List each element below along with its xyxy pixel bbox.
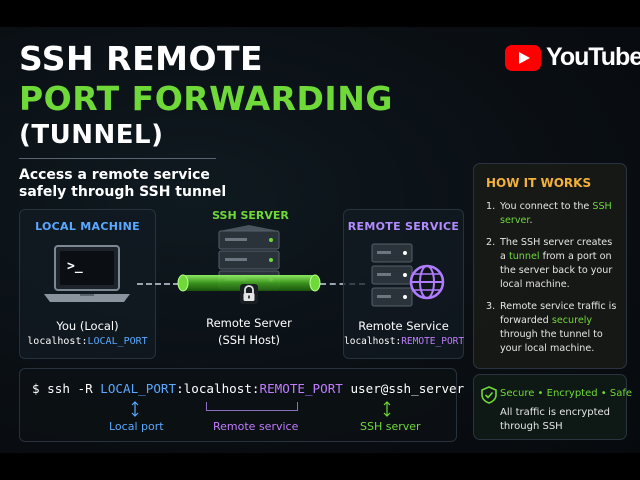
ssh-tunnel (177, 274, 321, 292)
server-globe-icon (371, 243, 445, 307)
subtitle: Access a remote service safely through S… (19, 167, 227, 200)
command-local-port: LOCAL_PORT (100, 381, 177, 396)
title-line-2: PORT FORWARDING (19, 79, 393, 118)
local-machine-panel: LOCAL MACHINE >_ You (Local) localhost:L… (19, 209, 156, 359)
title-divider (19, 158, 216, 159)
command-panel: $ ssh -R LOCAL_PORT:localhost:REMOTE_POR… (19, 368, 464, 442)
shield-check-icon (481, 386, 497, 404)
connector-ssh-remote (320, 283, 365, 285)
step-3: 3. Remote service traffic is forwarded s… (486, 300, 620, 356)
connector-local-ssh (137, 283, 179, 285)
step-text: You connect to the (500, 201, 593, 212)
padlock-icon (240, 284, 258, 304)
how-it-works-panel: HOW IT WORKS 1. You connect to the SSH s… (473, 163, 627, 369)
step-text-end: through the tunnel to your local machine… (500, 329, 603, 354)
step-number: 3. (486, 301, 496, 312)
local-host-prefix: localhost: (27, 336, 88, 347)
remote-caption: Remote Service (358, 319, 449, 333)
title-line-3: (TUNNEL) (19, 120, 164, 150)
step-number: 1. (486, 201, 496, 212)
security-panel: Secure • Encrypted • Safe All traffic is… (473, 374, 632, 440)
local-machine-label: LOCAL MACHINE (35, 220, 140, 233)
ssh-caption-line2: (SSH Host) (217, 333, 281, 347)
local-caption: You (Local) (56, 319, 119, 333)
annotation-ssh-server: SSH server (360, 420, 421, 433)
command-target: user@ssh_server (342, 381, 465, 396)
ssh-command: $ ssh -R LOCAL_PORT:localhost:REMOTE_POR… (32, 381, 464, 396)
step-text-end: from a port on the server back to your l… (500, 251, 613, 290)
annotation-local-port: Local port (109, 420, 164, 433)
remote-host-port: REMOTE_PORT (401, 336, 465, 347)
remote-service-bracket (206, 402, 298, 411)
terminal-prompt: >_ (67, 259, 83, 274)
ssh-caption-line1: Remote Server (206, 316, 292, 330)
youtube-play-icon (505, 44, 541, 71)
command-prompt: $ ssh -R (32, 381, 101, 396)
step-highlight: tunnel (508, 251, 540, 262)
laptop-terminal-icon (44, 245, 130, 302)
thumbnail-canvas: SSH REMOTE PORT FORWARDING (TUNNEL) Acce… (0, 27, 640, 453)
step-1: 1. You connect to the SSH server. (486, 200, 620, 228)
remote-service-label: REMOTE SERVICE (347, 220, 460, 233)
ssh-server-arrow-icon (383, 401, 391, 417)
ssh-server-label: SSH SERVER (212, 209, 289, 222)
remote-host-prefix: localhost: (344, 336, 402, 347)
step-highlight: securely (551, 315, 593, 326)
youtube-wordmark: YouTube (546, 43, 640, 71)
step-text: Remote service traffic is forwarded (500, 301, 617, 326)
step-text-end: . (529, 215, 533, 226)
youtube-logo: YouTube (505, 43, 640, 72)
title-line-1: SSH REMOTE (19, 39, 264, 78)
remote-host: localhost:REMOTE_PORT (344, 336, 465, 347)
remote-service-panel: REMOTE SERVICE Remote Service localhost:… (343, 209, 464, 359)
command-remote-port: REMOTE_PORT (259, 381, 343, 396)
local-port-arrow-icon (131, 401, 139, 417)
step-text: The SSH server creates a (500, 237, 613, 262)
step-2: 2. The SSH server creates a tunnel from … (486, 236, 620, 292)
local-host: localhost:LOCAL_PORT (20, 336, 155, 347)
how-it-works-title: HOW IT WORKS (486, 176, 592, 190)
step-highlight: SSH server (500, 201, 612, 226)
annotation-remote-service: Remote service (213, 420, 299, 433)
security-heading: Secure • Encrypted • Safe (500, 388, 632, 399)
command-separator: :localhost: (176, 381, 260, 396)
local-host-port: LOCAL_PORT (87, 336, 148, 347)
step-number: 2. (486, 237, 496, 248)
security-body: All traffic is encrypted through SSH (500, 407, 611, 432)
